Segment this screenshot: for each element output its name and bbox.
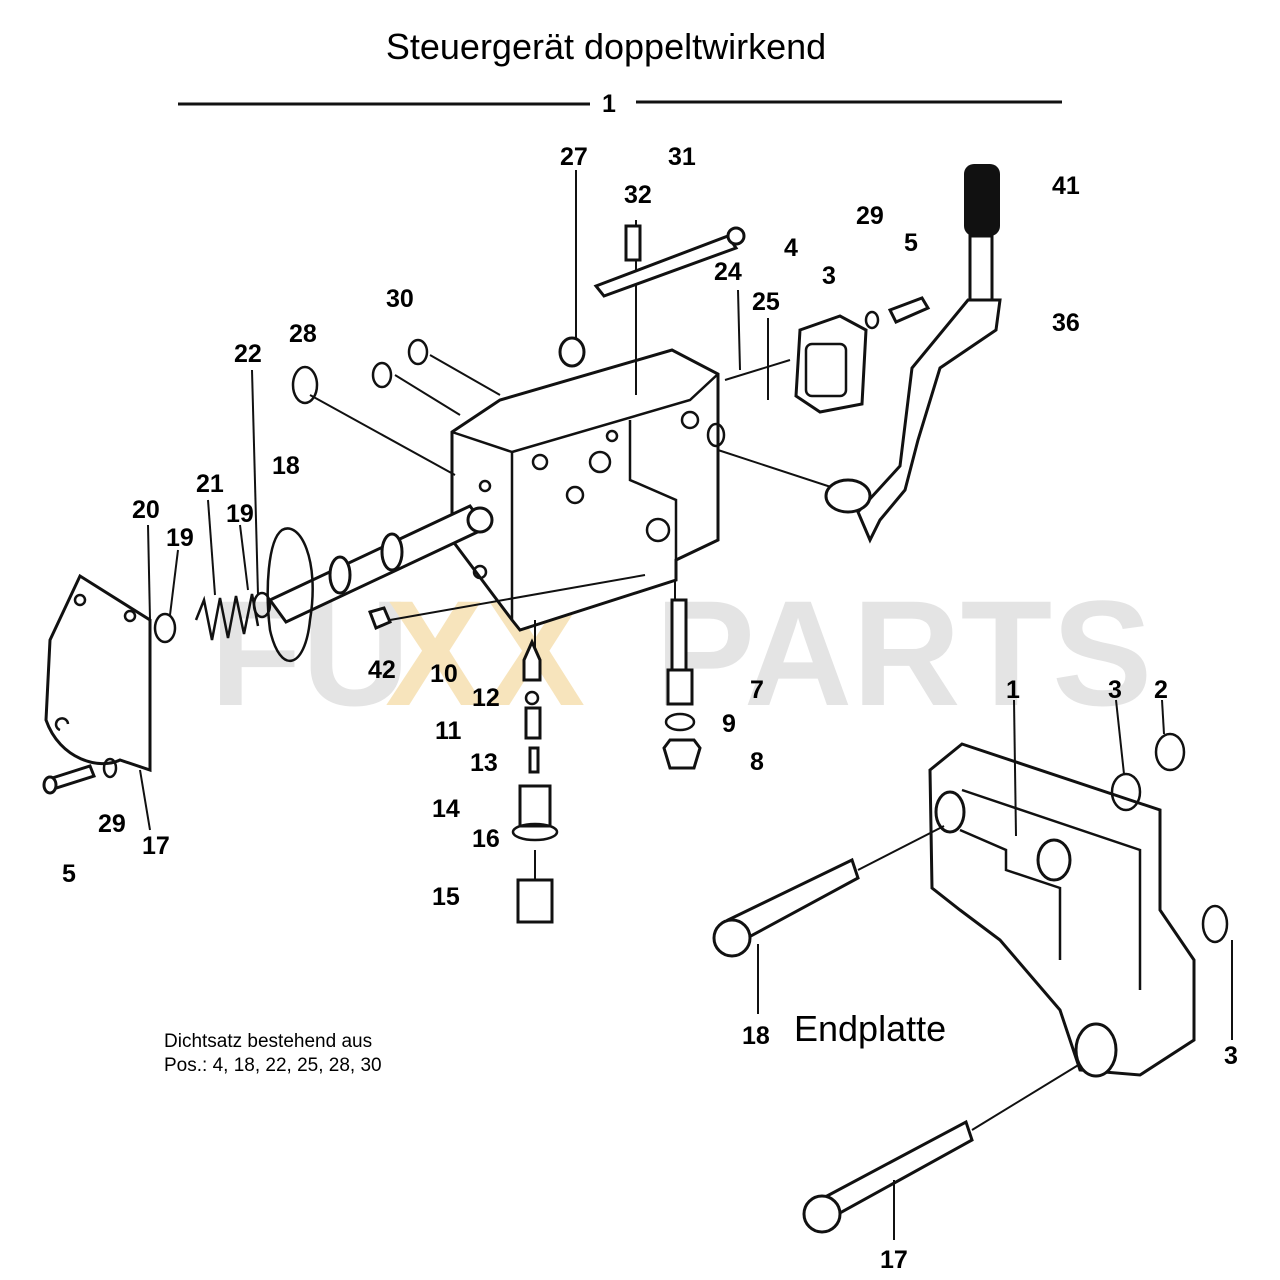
callout-25: 25	[752, 288, 780, 316]
callout-12: 12	[472, 684, 500, 712]
callout-28: 28	[289, 320, 317, 348]
gasket-kit-note: Dichtsatz bestehend aus Pos.: 4, 18, 22,…	[164, 1030, 382, 1078]
callout-14: 14	[432, 795, 460, 823]
callout-5-top: 5	[904, 229, 918, 257]
callout-27: 27	[560, 143, 588, 171]
callout-16: 16	[472, 825, 500, 853]
callout-42: 42	[368, 656, 396, 684]
callout-19-left: 19	[166, 524, 194, 552]
callout-30: 30	[386, 285, 414, 313]
callout-21: 21	[196, 470, 224, 498]
diagram-title: Steuergerät doppeltwirkend	[385, 26, 827, 67]
callout-labels: 1 27 31 32 41 30 28 22 29 5 4 3 24 25 36…	[62, 90, 1238, 1274]
callout-11: 11	[435, 717, 462, 745]
callout-9: 9	[722, 710, 736, 738]
callout-1: 1	[602, 90, 616, 118]
callout-1-endplate: 1	[1006, 676, 1020, 704]
bolt-17	[802, 1063, 1081, 1234]
control-spool	[267, 504, 494, 624]
callout-2: 2	[1154, 676, 1168, 704]
callout-17-left: 17	[142, 832, 170, 860]
check-valve-stack	[368, 598, 702, 924]
control-lever	[824, 164, 1002, 544]
callout-36: 36	[1052, 309, 1080, 337]
endplatte-label: Endplatte	[794, 1008, 947, 1049]
callout-19-right: 19	[226, 500, 254, 528]
callout-29-top: 29	[856, 202, 884, 230]
callout-29-left: 29	[98, 810, 126, 838]
callout-3-endplate-right: 3	[1224, 1042, 1238, 1070]
callout-18-endplate: 18	[742, 1022, 770, 1050]
end-plate	[928, 732, 1229, 1078]
callout-41: 41	[1052, 172, 1080, 200]
callout-7: 7	[750, 676, 764, 704]
bolt-left	[42, 764, 96, 795]
callout-8: 8	[750, 748, 764, 776]
bolt-18	[712, 825, 945, 958]
end-cover	[44, 573, 152, 773]
callout-3-endplate-top: 3	[1108, 676, 1122, 704]
callout-4: 4	[784, 234, 798, 262]
watermark: FU XX PARTS	[210, 569, 1152, 737]
return-spring	[194, 593, 260, 641]
callout-3-top: 3	[822, 262, 836, 290]
watermark-parts: PARTS	[655, 569, 1152, 737]
callout-24: 24	[714, 258, 742, 286]
gasket-note-line1: Dichtsatz bestehend aus	[164, 1031, 373, 1052]
callout-10: 10	[430, 660, 458, 688]
callout-31: 31	[668, 143, 696, 171]
valve-body	[450, 348, 720, 632]
leader-lines-endplate	[757, 699, 1233, 1240]
callout-18-top: 18	[272, 452, 300, 480]
callout-15: 15	[432, 883, 460, 911]
callout-20: 20	[132, 496, 160, 524]
callout-32: 32	[624, 181, 652, 209]
gasket-note-line2: Pos.: 4, 18, 22, 25, 28, 30	[164, 1055, 382, 1076]
detent-plate	[593, 224, 746, 298]
seals-group	[102, 310, 880, 779]
callout-22: 22	[234, 340, 262, 368]
cap-cover	[794, 296, 931, 414]
gasket-18	[266, 527, 314, 662]
callout-5-left: 5	[62, 860, 76, 888]
callout-17-endplate: 17	[880, 1246, 908, 1274]
callout-13: 13	[470, 749, 498, 777]
